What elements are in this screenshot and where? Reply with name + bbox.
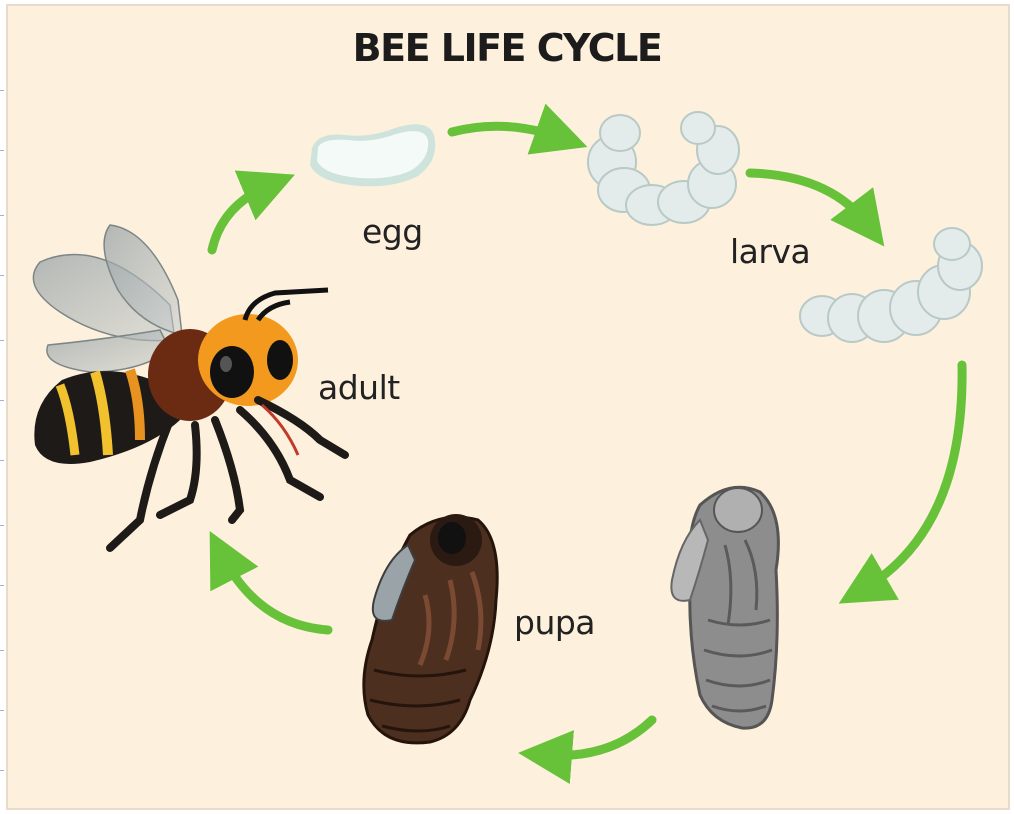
diagram-title: BEE LIFE CYCLE	[0, 26, 1014, 70]
label-egg: egg	[362, 212, 423, 251]
label-larva: larva	[730, 232, 810, 271]
arrow-adult-to-egg	[212, 185, 270, 250]
arrow-larva-to-pupa	[862, 365, 962, 590]
bee-illustration	[33, 225, 345, 548]
arrow-pupa-to-pupa	[545, 720, 652, 756]
pupa-illustration-brown	[364, 514, 497, 743]
larva-illustration-curled	[588, 112, 739, 225]
label-pupa: pupa	[514, 603, 595, 642]
arrow-pupa-to-adult	[222, 555, 328, 630]
egg-illustration	[310, 124, 435, 186]
arrow-egg-to-larva	[452, 126, 562, 138]
label-adult: adult	[318, 368, 400, 407]
arrow-larva-to-larva	[750, 173, 868, 225]
pupa-illustration-grey	[671, 487, 778, 728]
larva-illustration-stretched	[800, 228, 982, 342]
